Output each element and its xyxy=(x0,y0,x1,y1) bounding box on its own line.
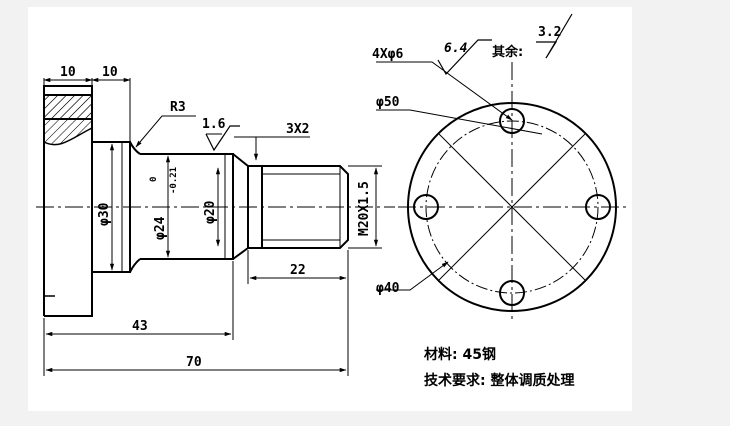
thread-body xyxy=(262,165,349,249)
bolt-hole-left xyxy=(413,194,439,220)
flange-outer-circle xyxy=(407,102,617,312)
dim-dia-24-tol-lower: -0.21 xyxy=(169,167,179,194)
shoulder-30 xyxy=(92,141,131,273)
dim-undercut: 3X2 xyxy=(286,122,309,137)
dim-dia-50: φ50 xyxy=(376,95,400,110)
bolt-hole-right xyxy=(585,194,611,220)
dim-length-70: 70 xyxy=(186,355,202,370)
dim-length-22: 22 xyxy=(290,263,306,278)
flange-break-hatch xyxy=(44,95,92,145)
dim-dia-20: φ20 xyxy=(203,200,218,224)
flange-outline xyxy=(43,85,93,96)
roughness-1-6: 1.6 xyxy=(202,117,226,132)
flange-body xyxy=(43,86,93,317)
dim-dia-24-tol-upper: 0 xyxy=(149,177,159,182)
end-view-leaders xyxy=(376,13,573,291)
dim-dia-30: φ30 xyxy=(97,202,112,226)
bolt-hole-top xyxy=(499,108,525,134)
flange-break-line xyxy=(43,127,93,146)
dim-flange-10b: 10 xyxy=(102,65,118,80)
tech-requirement-note: 技术要求: 整体调质处理 xyxy=(424,373,575,389)
section-24 xyxy=(140,153,234,260)
dim-dia-24: φ24 xyxy=(153,216,168,240)
roughness-3-2: 3.2 xyxy=(538,25,561,40)
dim-radius-r3: R3 xyxy=(170,100,186,115)
end-view-dim-text: 4Xφ6 6.4 其余: 3.2 φ50 φ40 xyxy=(372,25,561,296)
dim-thread: M20X1.5 xyxy=(357,181,372,236)
drawing-sheet xyxy=(28,7,632,411)
material-note: 材料: 45钢 xyxy=(424,347,496,363)
dim-flange-10a: 10 xyxy=(60,65,76,80)
dim-holes: 4Xφ6 xyxy=(372,47,403,62)
shoulder-fillet xyxy=(129,141,141,273)
thread-minor-lines xyxy=(262,166,341,248)
pitch-circle xyxy=(425,120,599,294)
side-view-dim-text: 10 10 R3 1.6 3X2 M20X1.5 22 43 70 φ30 φ2… xyxy=(60,65,372,370)
roughness-6-4: 6.4 xyxy=(444,41,468,56)
diagonal-2 xyxy=(437,132,587,282)
side-view-dimensions xyxy=(43,77,382,376)
dim-length-43: 43 xyxy=(132,319,148,334)
chamfer-24 xyxy=(232,153,249,260)
shaft-side-view xyxy=(36,85,395,317)
flange-end-view xyxy=(398,62,630,320)
technical-notes: 材料: 45钢 技术要求: 整体调质处理 xyxy=(424,342,574,394)
bolt-hole-bottom xyxy=(499,280,525,306)
other-surfaces-label: 其余: xyxy=(492,44,523,60)
dim-dia-40: φ40 xyxy=(376,281,400,296)
